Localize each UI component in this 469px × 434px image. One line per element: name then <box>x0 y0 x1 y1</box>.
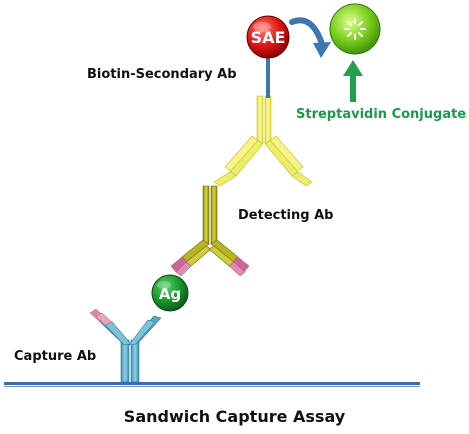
diagram-title: Sandwich Capture Assay <box>123 407 346 426</box>
surface-line <box>4 382 420 387</box>
streptavidin-ball <box>329 3 381 55</box>
ag-label: Ag <box>159 285 181 303</box>
capture-ab-label: Capture Ab <box>14 349 97 364</box>
biotin-secondary-ab-label: Biotin-Secondary Ab <box>87 67 237 82</box>
biotin-secondary-antibody <box>213 95 313 187</box>
detecting-antibody <box>170 185 250 277</box>
up-arrow-icon <box>343 60 363 102</box>
curved-arrow-icon <box>289 17 331 58</box>
sparkle-icon <box>344 18 366 40</box>
capture-antibody <box>89 308 162 383</box>
biotin-linker <box>266 58 270 98</box>
sae-label: SAE <box>251 28 286 47</box>
antigen <box>151 274 189 312</box>
sae-badge <box>246 15 290 59</box>
detecting-ab-label: Detecting Ab <box>238 208 334 223</box>
streptavidin-conjugate-label: Streptavidin Conjugate <box>296 107 467 122</box>
